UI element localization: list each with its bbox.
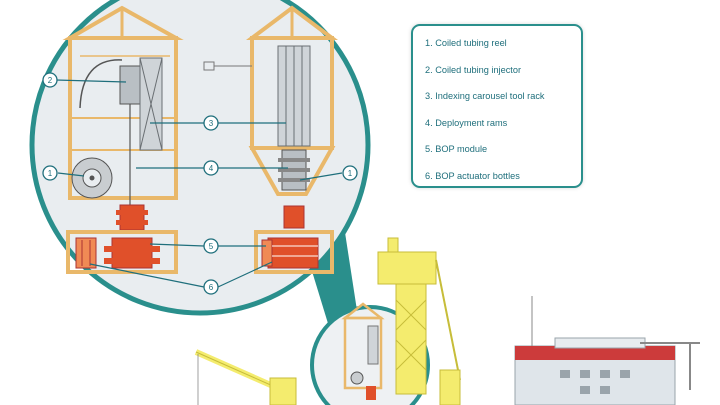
svg-text:6: 6 <box>209 283 214 292</box>
legend-item-coiled-tubing-reel: 1. Coiled tubing reel <box>425 38 507 48</box>
svg-text:2: 2 <box>48 76 53 85</box>
right-tower <box>203 5 338 274</box>
small-tower <box>341 302 385 400</box>
vessel-superstructure <box>514 296 700 405</box>
yellow-crane-tower <box>377 237 461 405</box>
leader-lines <box>55 79 343 288</box>
svg-text:3: 3 <box>209 119 214 128</box>
yellow-crane-left <box>194 349 297 405</box>
callout-1-right: 1 <box>342 165 358 181</box>
callout-5: 5 <box>203 238 219 254</box>
bop-module-right <box>267 237 319 269</box>
legend-item-bop-module: 5. BOP module <box>425 144 488 154</box>
legend-item-bop-actuator-bottles: 6. BOP actuator bottles <box>425 170 520 181</box>
callout-markers: 2 1 3 4 1 5 6 <box>42 72 358 295</box>
callout-1-left: 1 <box>42 165 58 181</box>
legend-item-deployment-rams: 4. Deployment rams <box>425 117 508 128</box>
callout-4: 4 <box>203 160 219 176</box>
legend-item-coiled-tubing-injector: 2. Coiled tubing injector <box>425 64 522 75</box>
svg-text:1: 1 <box>48 169 53 178</box>
svg-text:5: 5 <box>209 242 214 251</box>
legend-item-carousel-tool-rack: 3. Indexing carousel tool rack <box>425 91 545 101</box>
svg-text:1: 1 <box>348 169 353 178</box>
callout-6: 6 <box>203 279 219 295</box>
callout-2: 2 <box>42 72 58 88</box>
svg-text:4: 4 <box>209 164 214 173</box>
callout-3: 3 <box>203 115 219 131</box>
legend-box: 1. Coiled tubing reel 2. Coiled tubing i… <box>411 24 583 188</box>
left-tower <box>62 5 184 274</box>
